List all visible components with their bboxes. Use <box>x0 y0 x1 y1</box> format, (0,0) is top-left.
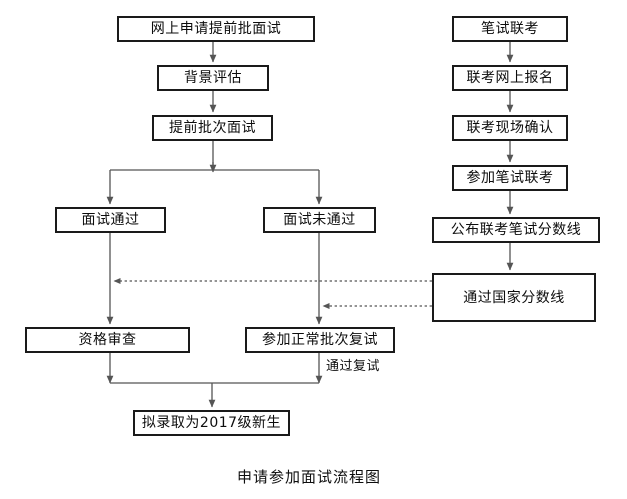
node-interview-pass[interactable]: 面试通过 <box>55 207 166 233</box>
node-joint-onsite-confirmation[interactable]: 联考现场确认 <box>452 115 568 141</box>
node-interview-fail[interactable]: 面试未通过 <box>263 207 376 233</box>
node-label: 面试未通过 <box>283 212 356 228</box>
node-normal-reexam[interactable]: 参加正常批次复试 <box>245 327 395 353</box>
node-label: 公布联考笔试分数线 <box>450 222 582 238</box>
node-label: 资格审查 <box>78 332 137 348</box>
node-label: 背景评估 <box>184 70 242 86</box>
node-label: 网上申请提前批面试 <box>150 21 282 37</box>
node-label: 笔试联考 <box>481 21 539 37</box>
caption-text: 申请参加面试流程图 <box>237 468 382 486</box>
node-written-joint-exam[interactable]: 笔试联考 <box>452 16 568 42</box>
node-label: 拟录取为2017级新生 <box>141 415 282 431</box>
edge-label-text: 通过复试 <box>326 359 381 374</box>
node-qualification-check[interactable]: 资格审查 <box>25 327 190 353</box>
node-label: 联考网上报名 <box>466 70 554 86</box>
node-pass-national-score-line[interactable]: 通过国家分数线 <box>432 273 596 322</box>
node-label: 参加笔试联考 <box>466 170 554 186</box>
node-label: 提前批次面试 <box>169 120 256 136</box>
node-label: 联考现场确认 <box>466 120 554 136</box>
node-publish-score-line[interactable]: 公布联考笔试分数线 <box>432 217 600 243</box>
node-joint-online-registration[interactable]: 联考网上报名 <box>452 65 568 91</box>
node-background-check[interactable]: 背景评估 <box>157 65 269 91</box>
node-take-written-exam[interactable]: 参加笔试联考 <box>452 165 568 191</box>
node-early-interview[interactable]: 提前批次面试 <box>152 115 273 141</box>
node-label: 面试通过 <box>81 212 140 228</box>
node-apply-online[interactable]: 网上申请提前批面试 <box>117 16 315 42</box>
node-label: 参加正常批次复试 <box>262 332 378 348</box>
node-admitted-2017[interactable]: 拟录取为2017级新生 <box>133 410 290 436</box>
edge-label-pass-reexam: 通过复试 <box>326 360 380 373</box>
diagram-caption: 申请参加面试流程图 <box>237 470 381 485</box>
node-label: 通过国家分数线 <box>463 289 565 306</box>
